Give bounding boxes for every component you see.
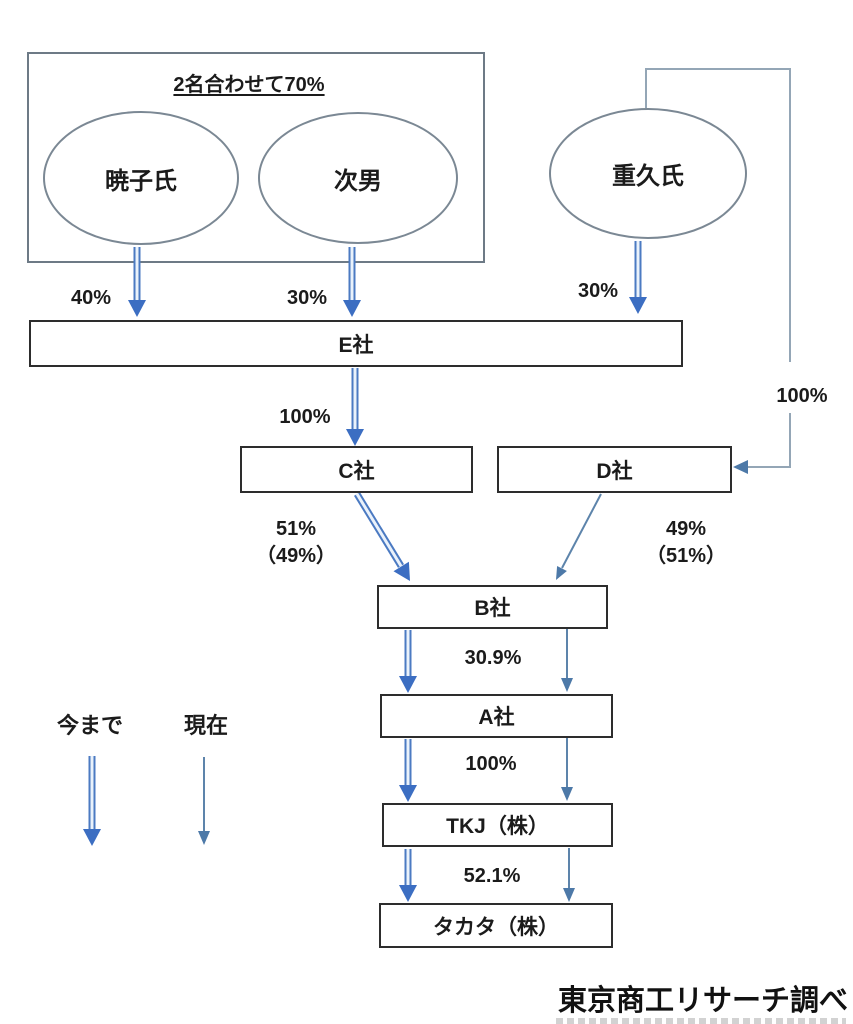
company-name: タカタ（株）: [433, 915, 559, 939]
ownership-label-b-a: 30.9%: [464, 647, 522, 669]
thick-arrow-c-to-b: [354, 492, 410, 581]
ownership-label-line1: 51%: [275, 518, 317, 540]
thin-arrow-b-to-a: [561, 629, 573, 692]
company-node-takata: タカタ（株）: [379, 903, 613, 948]
ownership-label-line2: （51%）: [645, 545, 727, 567]
ownership-label-line2: （49%）: [255, 545, 337, 567]
thick-arrow-a-to-tkj: [399, 739, 417, 802]
connector-shigehisa-to-d: [645, 68, 791, 474]
legend-thick-arrow: [83, 756, 101, 846]
person-node-jinan: 次男: [258, 112, 458, 244]
ownership-label-d-b: 49% （51%）: [634, 516, 738, 570]
ownership-label-a-tkj: 100%: [465, 753, 517, 775]
company-name: C社: [338, 459, 375, 483]
shareholders-group-box: [27, 52, 485, 263]
legend-current-label: 現在: [183, 713, 228, 738]
cropped-text-fragment: [556, 1018, 846, 1024]
ownership-label-line1: 49%: [665, 518, 707, 540]
person-name: 暁子氏: [105, 167, 177, 195]
ownership-label-c-b: 51% （49%）: [246, 516, 346, 570]
company-node-a: A社: [380, 694, 613, 738]
thin-arrow-d-to-b: [556, 493, 602, 580]
company-node-tkj: TKJ（株）: [382, 803, 613, 847]
company-node-e: E社: [29, 320, 683, 367]
company-node-c: C社: [240, 446, 473, 493]
thick-arrow-b-to-a: [399, 630, 417, 693]
person-node-shigehisa: 重久氏: [549, 108, 747, 239]
legend-thin-arrow: [198, 757, 210, 845]
thick-arrow-akiko-to-e: [128, 247, 146, 317]
ownership-label-shigehisa-e: 30%: [577, 280, 619, 302]
company-node-b: B社: [377, 585, 608, 629]
thick-arrow-tkj-to-takata: [399, 849, 417, 902]
company-name: TKJ（株）: [446, 815, 549, 838]
source-credit: 東京商工リサーチ調べ: [557, 985, 848, 1017]
person-node-akiko: 暁子氏: [43, 111, 239, 245]
ownership-label-jinan-e: 30%: [286, 287, 328, 309]
thin-arrow-tkj-to-takata: [563, 848, 575, 902]
ownership-label-akiko-e: 40%: [70, 287, 112, 309]
legend-until-now-label: 今まで: [56, 713, 123, 738]
ownership-label-tkj-takata: 52.1%: [463, 865, 521, 887]
person-name: 次男: [334, 167, 382, 195]
company-name: A社: [478, 706, 515, 729]
company-node-d: D社: [497, 446, 732, 493]
thick-arrow-shigehisa-to-e: [629, 241, 647, 314]
person-name: 重久氏: [612, 163, 684, 190]
company-name: D社: [596, 459, 633, 483]
thick-arrow-jinan-to-e: [343, 247, 361, 317]
ownership-label-shigehisa-d: 100%: [776, 385, 828, 407]
group-title: 2名合わせて70%: [173, 74, 325, 96]
company-name: E社: [338, 333, 374, 357]
ownership-label-e-c: 100%: [279, 406, 331, 428]
company-name: B社: [474, 597, 511, 620]
thick-arrow-e-to-c: [346, 368, 364, 446]
thin-arrow-a-to-tkj: [561, 738, 573, 801]
